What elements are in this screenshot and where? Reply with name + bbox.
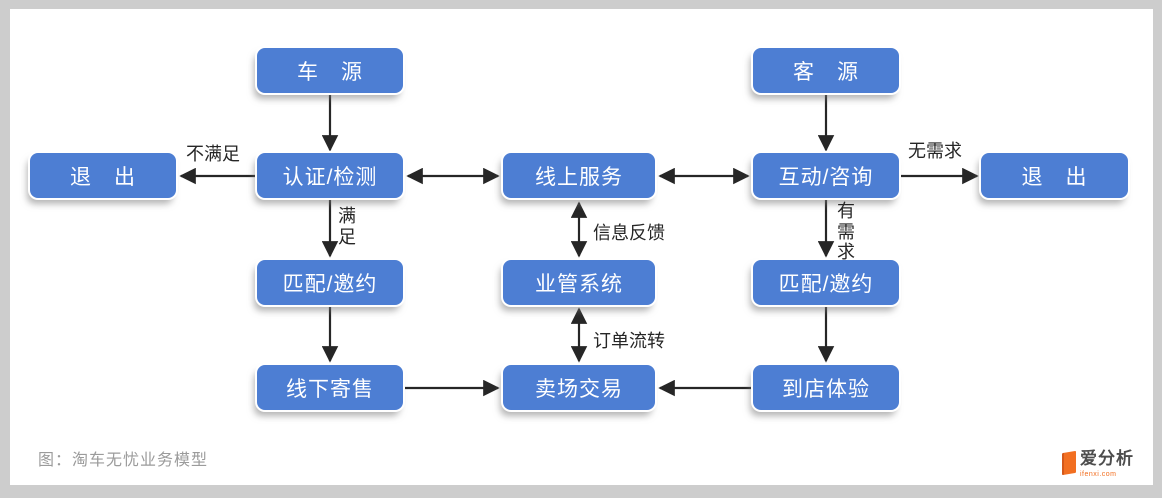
node-interact-consult: 互动/咨询 xyxy=(753,153,899,198)
node-exit-left: 退 出 xyxy=(30,153,176,198)
node-market-trade: 卖场交易 xyxy=(503,365,655,410)
node-match-invite-left: 匹配/邀约 xyxy=(257,260,403,305)
brand-logo-icon xyxy=(1062,450,1076,476)
edge-label-has-demand: 有需求 xyxy=(837,201,855,263)
brand-logo-subtext: ifenxi.com xyxy=(1080,470,1117,478)
node-exit-right: 退 出 xyxy=(981,153,1128,198)
frame-border-bottom xyxy=(0,485,1162,498)
node-car-source: 车 源 xyxy=(257,48,403,93)
brand-logo: 爱分析 ifenxi.com xyxy=(1062,449,1134,478)
edge-label-not-satisfied: 不满足 xyxy=(186,144,240,164)
edge-label-no-demand: 无需求 xyxy=(908,141,962,161)
node-offline-consign: 线下寄售 xyxy=(257,365,403,410)
node-auth-inspect: 认证/检测 xyxy=(257,153,403,198)
node-biz-system: 业管系统 xyxy=(503,260,655,305)
node-store-experience: 到店体验 xyxy=(753,365,899,410)
brand-logo-text-wrap: 爱分析 ifenxi.com xyxy=(1080,449,1134,478)
edge-label-satisfied: 满足 xyxy=(338,206,356,247)
node-match-invite-right: 匹配/邀约 xyxy=(753,260,899,305)
frame-border-left xyxy=(0,0,10,498)
node-guest-source: 客 源 xyxy=(753,48,899,93)
figure-caption: 图：淘车无忧业务模型 xyxy=(38,452,209,469)
node-online-service: 线上服务 xyxy=(503,153,655,198)
frame-border-right xyxy=(1153,0,1162,498)
brand-logo-text: 爱分析 xyxy=(1080,449,1134,468)
edge-label-order-flow: 订单流转 xyxy=(593,331,665,351)
edge-label-info-feedback: 信息反馈 xyxy=(593,223,665,243)
frame-border-top xyxy=(0,0,1162,9)
